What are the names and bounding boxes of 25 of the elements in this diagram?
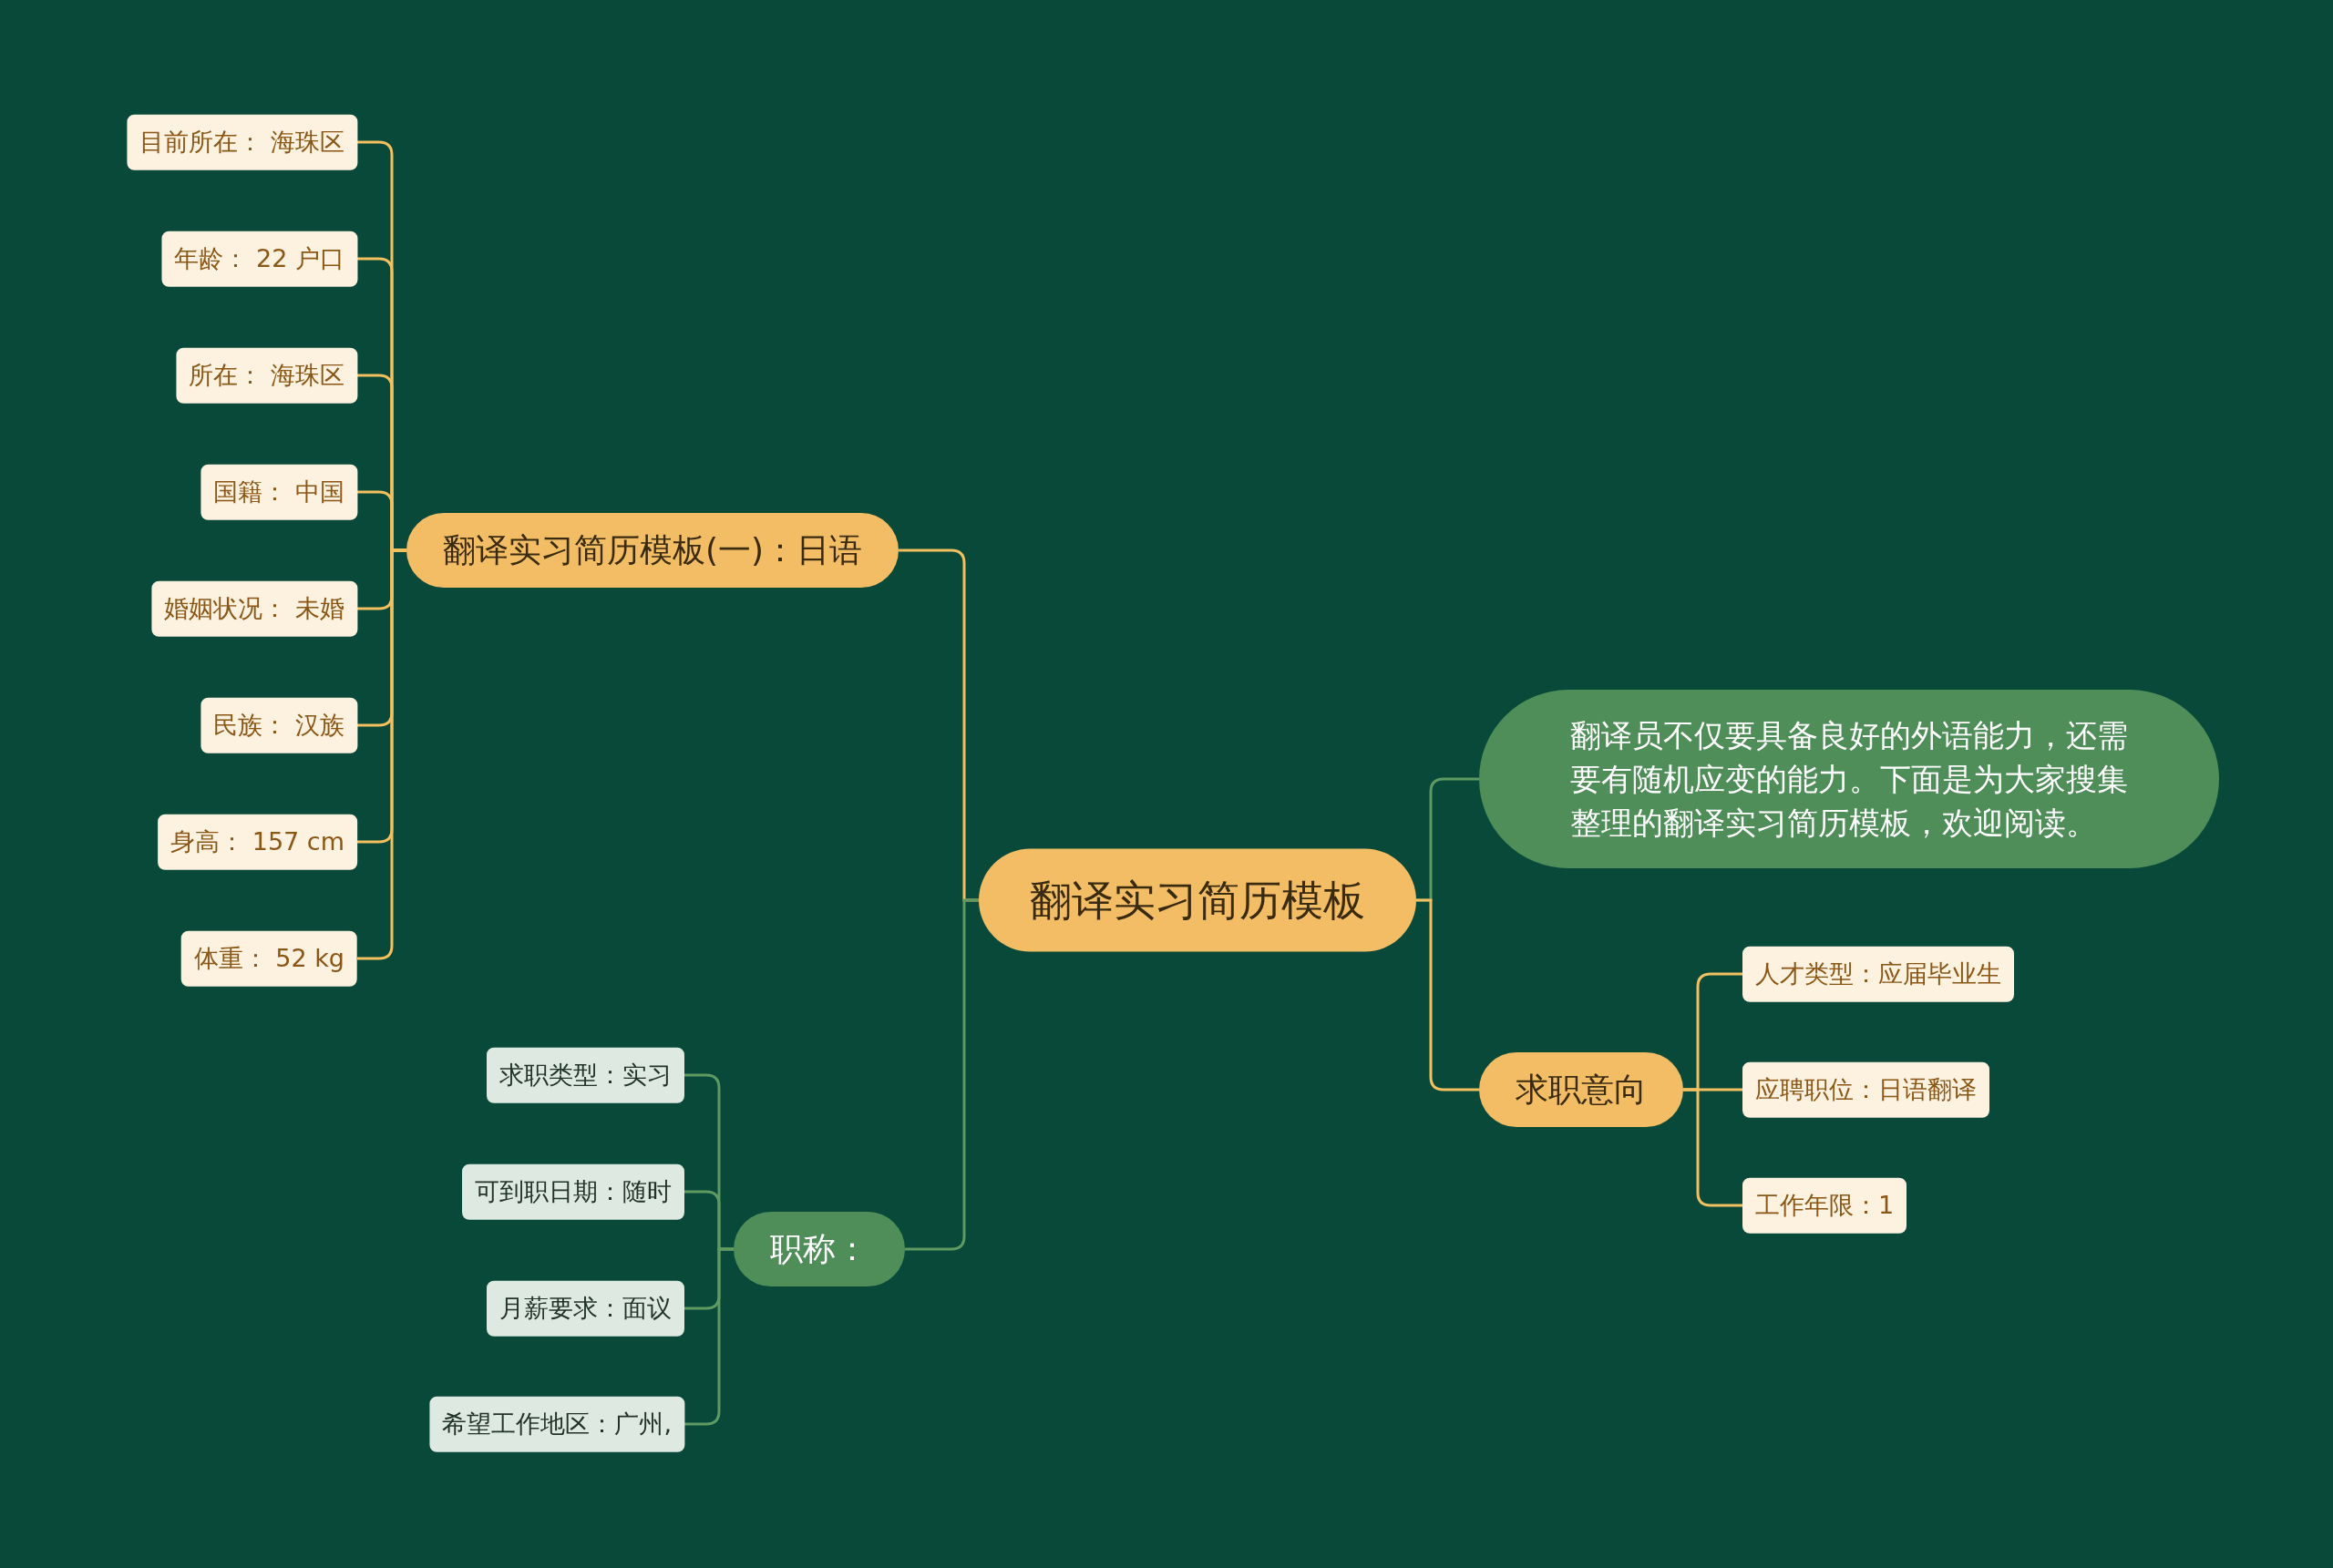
leaf-topic: 目前所在： 海珠区 [127, 114, 357, 170]
leaf-topic: 希望工作地区：广州, [429, 1396, 684, 1452]
connector-line [1416, 898, 1479, 1091]
leaf-topic: 婚姻状况： 未婚 [151, 580, 357, 637]
leaf-topic: 身高： 157 cm [158, 814, 357, 870]
leaf-topic: 所在： 海珠区 [176, 347, 357, 404]
branch-topic: 求职意向 [1479, 1052, 1683, 1127]
branch-topic: 职称： [734, 1212, 905, 1286]
leaf-topic: 年龄： 22 户口 [161, 231, 357, 287]
leaf-topic: 应聘职位：日语翻译 [1742, 1061, 1989, 1118]
leaf-topic: 国籍： 中国 [200, 464, 357, 520]
branch-topic: 翻译实习简历模板(一)：日语 [406, 513, 899, 588]
leaf-topic: 体重： 52 kg [180, 930, 357, 987]
leaf-topic: 可到职日期：随时 [462, 1163, 684, 1220]
root-topic: 翻译实习简历模板 [979, 848, 1416, 952]
leaf-topic: 人才类型：应届毕业生 [1742, 946, 2014, 1002]
connector-line [1683, 1088, 1742, 1207]
leaf-topic: 求职类型：实习 [487, 1047, 684, 1103]
leaf-topic: 工作年限：1 [1742, 1177, 1907, 1234]
connector-line [357, 548, 406, 960]
connector-line [684, 1247, 734, 1426]
connector-line [905, 898, 979, 1251]
summary-topic: 翻译员不仅要具备良好的外语能力，还需要有随机应变的能力。下面是为大家搜集整理的翻译实习简历模板，欢迎阅读。 [1479, 690, 2219, 868]
leaf-topic: 民族： 汉族 [200, 697, 357, 753]
leaf-topic: 月薪要求：面议 [487, 1280, 684, 1337]
